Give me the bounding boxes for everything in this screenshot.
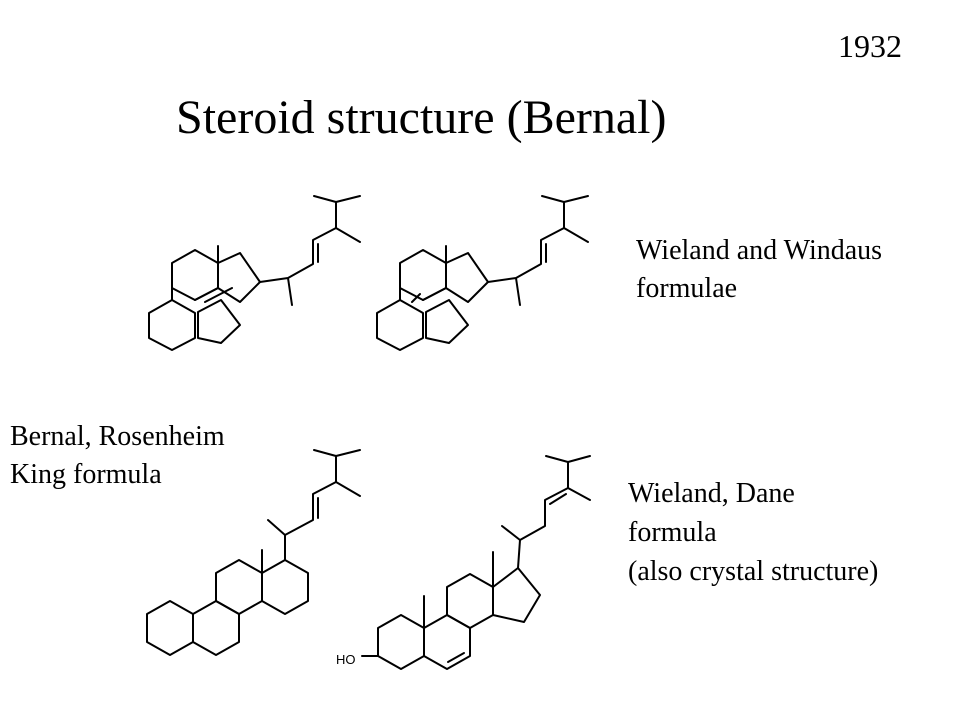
- bernal-rosenheim-king-structure: [146, 449, 361, 656]
- caption-line: Wieland and Windaus: [636, 235, 883, 266]
- caption-line: (also crystal structure): [628, 556, 879, 587]
- caption-line: formulae: [636, 273, 738, 304]
- caption-line: Wieland, Dane: [628, 478, 795, 509]
- caption-line: formula: [628, 517, 717, 548]
- wieland-dane-caption: Wieland, Dane formula (also crystal stru…: [628, 474, 878, 591]
- caption-line: Bernal, Rosenheim: [10, 421, 225, 452]
- wieland-dane-structure: HO: [336, 455, 591, 670]
- wieland-windaus-structure-1: [148, 195, 361, 351]
- caption-line: King formula: [10, 459, 162, 490]
- slide-title: Steroid structure (Bernal): [176, 91, 667, 144]
- wieland-windaus-structure-2: [376, 195, 589, 351]
- hydroxyl-label: HO: [336, 652, 356, 667]
- wieland-windaus-caption: Wieland and Windaus formulae: [636, 232, 882, 308]
- year-label: 1932: [838, 28, 902, 64]
- bernal-rosenheim-king-caption: Bernal, Rosenheim King formula: [10, 418, 225, 494]
